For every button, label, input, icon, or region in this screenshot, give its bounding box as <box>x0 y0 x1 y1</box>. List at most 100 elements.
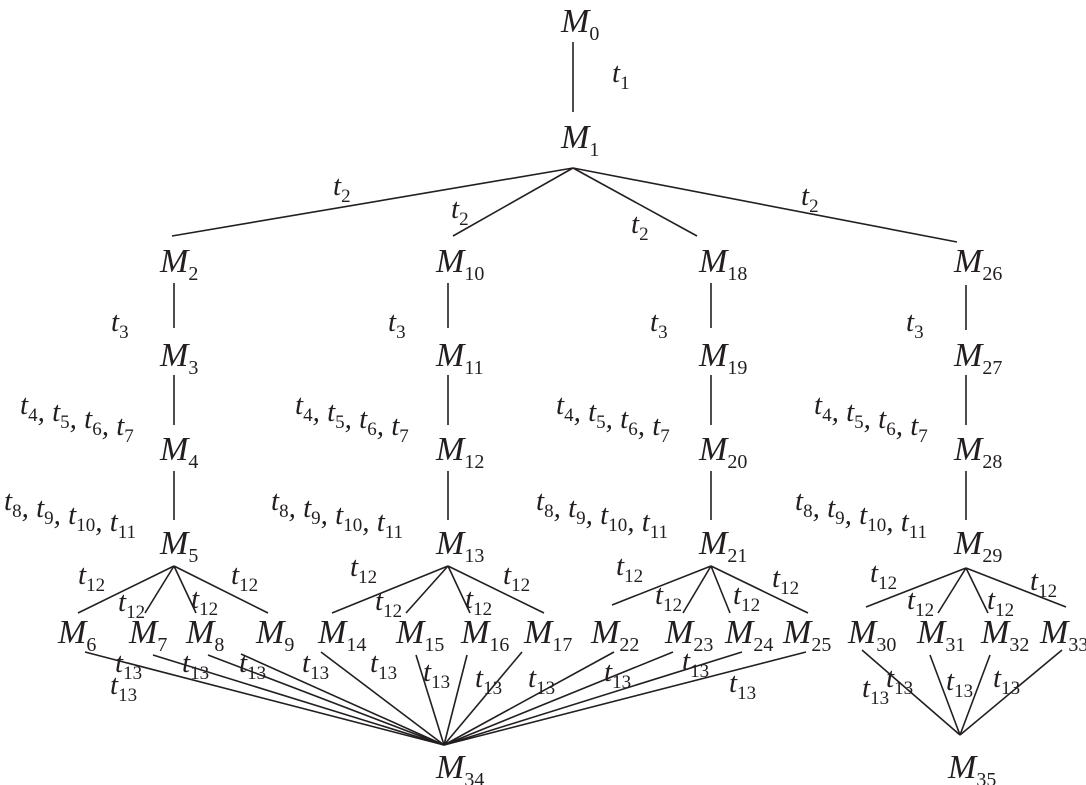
edge-m33-m35 <box>959 649 1063 736</box>
node-m26: M26 <box>953 243 1002 285</box>
node-m0: M0 <box>560 3 599 45</box>
edge-m23-m34 <box>443 651 674 746</box>
node-m23: M23 <box>664 614 713 656</box>
edge-m5-m9 <box>173 565 269 614</box>
transition-label-l13o: t13 <box>946 665 973 702</box>
edge-m5-m7 <box>144 565 175 614</box>
edge-m29-m30 <box>865 567 967 608</box>
transition-label-l13h: t13 <box>475 662 502 699</box>
transition-label-l12b3: t12 <box>465 583 492 620</box>
node-m18: M18 <box>698 243 747 285</box>
node-m6: M6 <box>57 614 96 656</box>
transition-label-l12a3: t12 <box>191 583 218 620</box>
edge-m7-m34 <box>152 654 445 746</box>
transition-label-l2c: t2 <box>631 208 649 245</box>
transition-label-l12c4: t12 <box>772 562 799 599</box>
node-m20: M20 <box>698 431 747 473</box>
node-m4: M4 <box>159 431 198 473</box>
transition-label-l4c: t4, t5, t6, t7 <box>556 389 670 447</box>
node-m35: M35 <box>947 749 996 785</box>
transition-label-l8d: t8, t9, t10, t11 <box>795 485 927 543</box>
transition-label-l12d4: t12 <box>1030 565 1057 602</box>
edge-m29-m31 <box>937 567 967 614</box>
transition-label-l13g: t13 <box>423 656 450 693</box>
transition-label-l4a: t4, t5, t6, t7 <box>20 389 134 447</box>
edge-m13-m16 <box>447 565 471 614</box>
node-m11: M11 <box>435 337 484 379</box>
tree-edges <box>77 42 1067 746</box>
edge-m25-m34 <box>443 651 807 746</box>
transition-label-l1: t1 <box>612 57 630 94</box>
transition-label-l13a: t13 <box>110 669 137 706</box>
node-m15: M15 <box>395 614 444 656</box>
transition-label-l2b: t2 <box>451 193 469 230</box>
node-m5: M5 <box>159 525 198 567</box>
node-m34: M34 <box>435 749 484 785</box>
edge-m13-m15 <box>405 565 449 614</box>
transition-label-l8b: t8, t9, t10, t11 <box>271 485 403 543</box>
edge-m21-m23 <box>682 565 712 614</box>
node-m3: M3 <box>159 337 198 379</box>
edge-m1-m26 <box>572 167 958 243</box>
transition-label-l13e: t13 <box>302 647 329 684</box>
edge-m30-m35 <box>861 649 961 736</box>
edge-m1-m18 <box>572 167 698 237</box>
transition-label-l12b1: t12 <box>350 551 377 588</box>
transition-label-l3b: t3 <box>388 306 406 343</box>
transition-label-l13i: t13 <box>528 662 555 699</box>
transition-label-l3a: t3 <box>111 306 129 343</box>
edge-m15-m34 <box>415 654 445 746</box>
node-m1: M1 <box>560 119 599 161</box>
edge-m5-m6 <box>77 565 175 614</box>
node-m13: M13 <box>435 525 484 567</box>
transition-label-l13p: t13 <box>993 662 1020 699</box>
node-m10: M10 <box>435 243 484 285</box>
transition-label-l12c1: t12 <box>616 550 643 587</box>
transition-label-l13d: t13 <box>239 647 266 684</box>
transition-label-l13k: t13 <box>682 645 709 682</box>
transition-label-l12b4: t12 <box>503 559 530 596</box>
node-m21: M21 <box>698 525 747 567</box>
edge-m21-m22 <box>611 565 712 606</box>
transition-label-l13m: t13 <box>862 672 889 709</box>
edge-m29-m33 <box>965 567 1067 608</box>
transition-label-l12d2: t12 <box>907 584 934 621</box>
node-m8: M8 <box>185 614 224 656</box>
edge-m14-m34 <box>320 651 445 746</box>
node-m30: M30 <box>847 614 896 656</box>
edge-m8-m34 <box>207 654 445 746</box>
node-m22: M22 <box>590 614 639 656</box>
edge-m17-m34 <box>443 651 523 746</box>
edge-m13-m17 <box>447 565 545 614</box>
edge-m9-m34 <box>240 653 445 746</box>
transition-label-l2a: t2 <box>333 170 351 207</box>
transition-label-l8a: t8, t9, t10, t11 <box>4 485 136 543</box>
edge-m16-m34 <box>443 654 468 746</box>
node-m32: M32 <box>980 614 1029 656</box>
node-m14: M14 <box>317 614 366 656</box>
transition-label-l4d: t4, t5, t6, t7 <box>814 389 928 447</box>
edge-m5-m8 <box>173 565 197 614</box>
transition-label-l12a4: t12 <box>231 559 258 596</box>
transition-label-l12d1: t12 <box>870 557 897 594</box>
edge-m6-m34 <box>84 651 445 746</box>
node-m9: M9 <box>255 614 294 656</box>
edge-m29-m32 <box>965 567 989 614</box>
node-m24: M24 <box>724 614 773 656</box>
transition-label-l12d3: t12 <box>987 584 1014 621</box>
edge-m13-m14 <box>331 565 449 614</box>
node-m33: M33 <box>1039 614 1086 656</box>
transition-label-l13c: t13 <box>182 647 209 684</box>
edge-m31-m35 <box>929 654 961 736</box>
edge-m1-m2 <box>171 167 574 237</box>
transition-label-l8c: t8, t9, t10, t11 <box>536 485 668 543</box>
transition-label-l12c2: t12 <box>655 579 682 616</box>
transition-label-l4b: t4, t5, t6, t7 <box>295 389 409 447</box>
edge-m21-m24 <box>710 565 731 614</box>
transition-label-l3c: t3 <box>650 306 668 343</box>
node-m31: M31 <box>916 614 965 656</box>
transition-label-l12a2: t12 <box>118 586 145 623</box>
edge-m22-m34 <box>443 651 615 746</box>
